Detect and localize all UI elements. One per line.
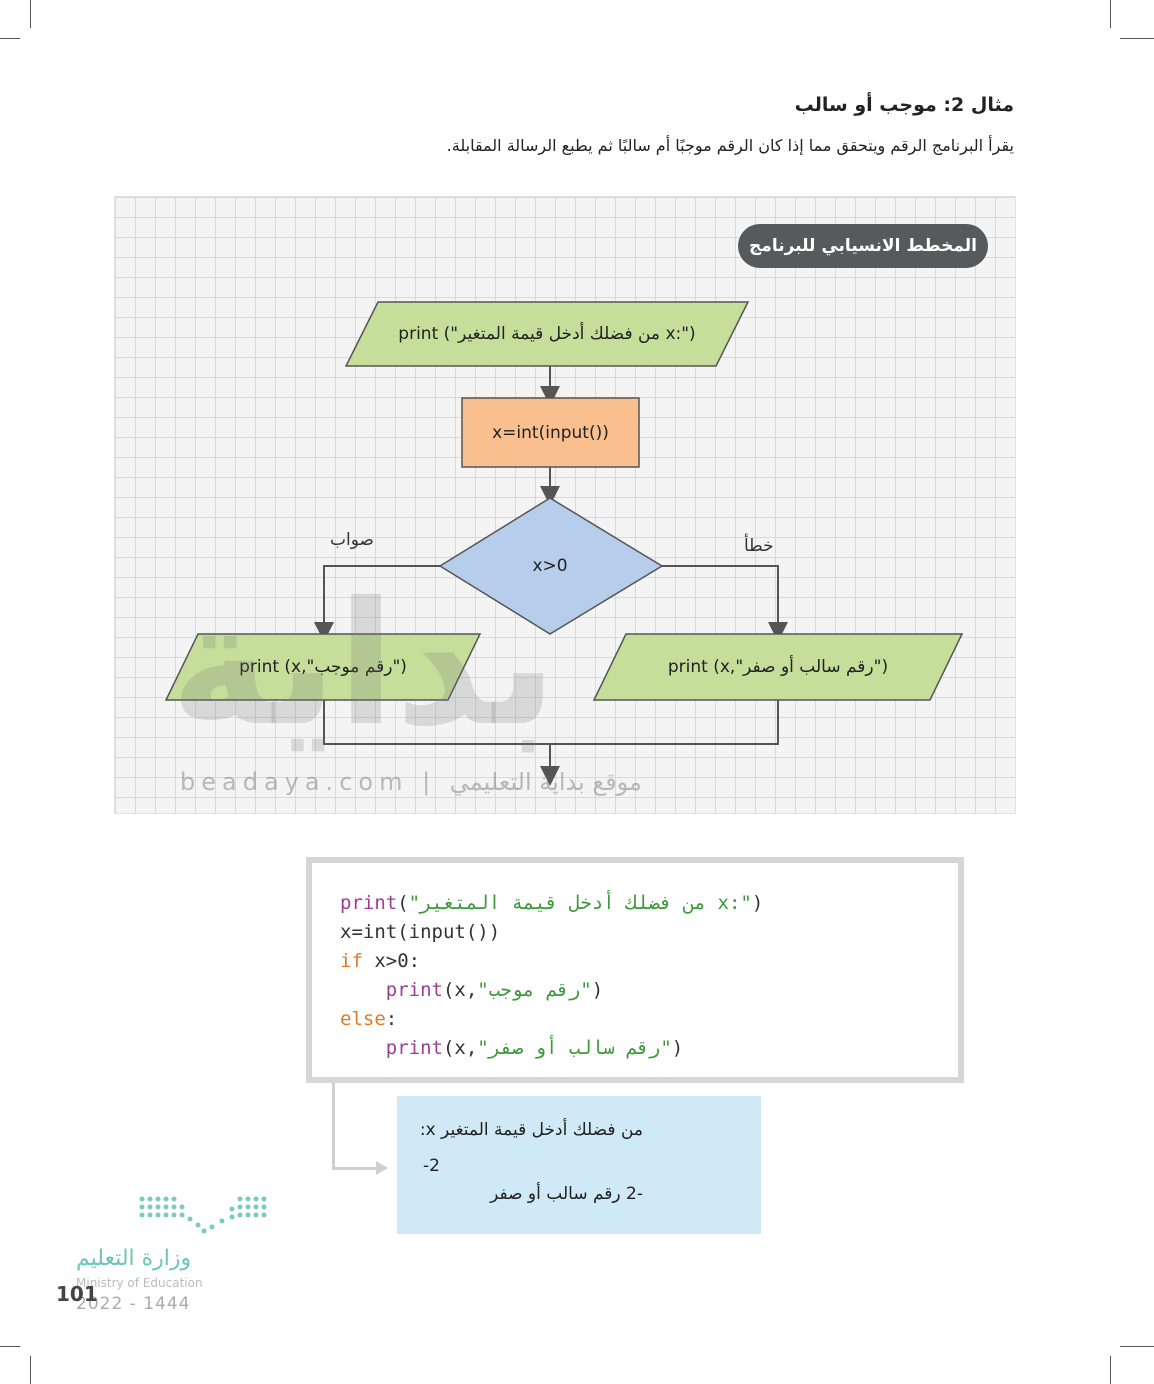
page-number: 101 (56, 1282, 98, 1306)
output-line: من فضلك أدخل قيمة المتغير x: (419, 1120, 643, 1140)
false-branch-line (662, 565, 788, 642)
output-connector (332, 1167, 378, 1170)
crop-mark (0, 38, 20, 39)
code-line: x=int(input()) (340, 921, 501, 943)
example-heading: مثال 2: موجب أو سالب (794, 94, 1014, 116)
output-line: -2 (423, 1156, 440, 1176)
true-label: صواب (330, 530, 374, 550)
crop-mark (30, 0, 31, 28)
false-output-text: print (x,"رقم سالب أو صفر") (667, 657, 889, 677)
output-arrow-icon (376, 1161, 388, 1175)
flowchart-panel (114, 196, 1016, 814)
code-string: "رقم موجب" (477, 979, 592, 1001)
code-keyword: if (340, 950, 363, 972)
code-arg: (x, (442, 1037, 478, 1059)
code-fn: print (385, 1037, 443, 1059)
true-output-parallelogram (164, 633, 482, 701)
ministry-name-en: Ministry of Education (76, 1276, 203, 1290)
crop-mark (1120, 38, 1154, 39)
process-box (461, 397, 640, 468)
crop-mark (0, 1346, 20, 1347)
code-fn: print (385, 979, 443, 1001)
code-keyword: else (340, 1008, 386, 1030)
code-string: "رقم سالب أو صفر" (477, 1037, 672, 1059)
output-connector (332, 1083, 335, 1169)
crop-mark (1120, 1346, 1154, 1347)
crop-mark (30, 1356, 31, 1384)
ministry-name-ar: وزارة التعليم (76, 1246, 192, 1271)
ministry-logo-icon (139, 1196, 267, 1234)
crop-mark (1110, 0, 1111, 28)
code-string: "من فضلك أدخل قيمة المتغير x:" (408, 892, 752, 914)
code-lines: print("من فضلك أدخل قيمة المتغير x:") x=… (340, 892, 764, 1059)
code-block: print("من فضلك أدخل قيمة المتغير x:") x=… (306, 857, 964, 1083)
input-text: print ("من فضلك أدخل قيمة المتغير x:") (398, 324, 696, 344)
output-panel: من فضلك أدخل قيمة المتغير x: -2 -2 رقم س… (397, 1096, 761, 1234)
true-branch-line (314, 565, 440, 642)
decision-diamond (438, 497, 664, 635)
input-parallelogram (344, 301, 750, 367)
process-text: x=int(input()) (492, 422, 609, 443)
flowchart-title: المخطط الانسيابي للبرنامج (738, 224, 988, 268)
true-output-text: print (x,"رقم موجب") (239, 657, 407, 677)
edition-year: 2022 - 1444 (76, 1294, 191, 1314)
code-line: x>0: (362, 950, 421, 972)
code-arg: (x, (442, 979, 478, 1001)
code-fn: print (340, 892, 398, 914)
false-output-parallelogram (592, 633, 964, 701)
decision-text: x>0 (532, 556, 568, 576)
crop-mark (1110, 1356, 1111, 1384)
output-line: -2 رقم سالب أو صفر (490, 1184, 643, 1204)
false-label: خطأ (744, 536, 774, 556)
example-intro: يقرأ البرنامج الرقم ويتحقق مما إذا كان ا… (446, 136, 1014, 155)
merge-line (323, 700, 779, 745)
